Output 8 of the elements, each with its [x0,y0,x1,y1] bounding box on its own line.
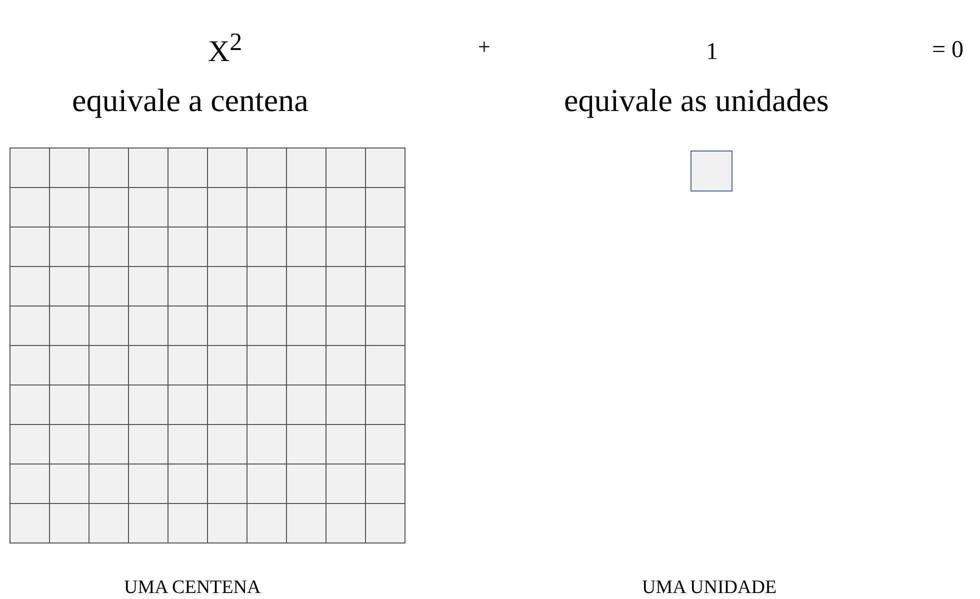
figure-caption: UMA UNIDADE [642,578,777,597]
equation-term: X$^{2}$ [208,30,242,67]
figure-caption: UMA CENTENA [124,578,261,597]
plus-sign: + [478,36,490,58]
equation-result: = 0 [932,38,964,62]
term-description: equivale as unidades [564,84,829,116]
term-description: equivale a centena [72,84,308,116]
equation-term: 1 [706,40,718,64]
